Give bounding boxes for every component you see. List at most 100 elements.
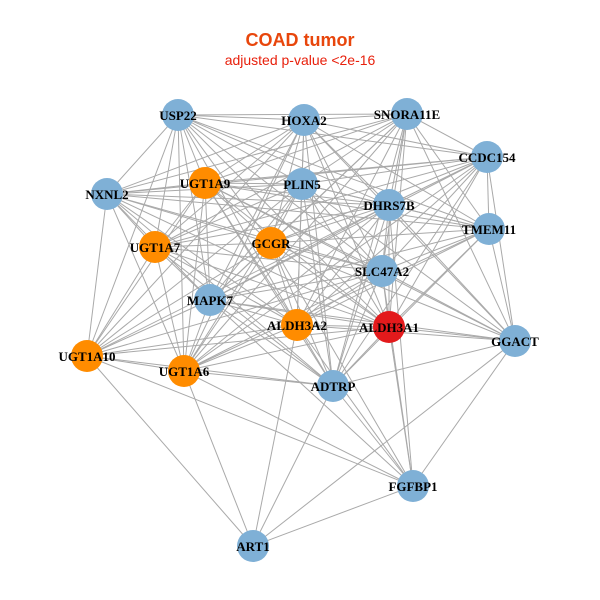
edge-NXNL2-UGT1A10 [86,193,108,357]
edge-UGT1A10-UGT1A6 [86,355,185,372]
edge-PLIN5-UGT1A7 [154,183,303,248]
edge-NXNL2-DHRS7B [106,193,390,206]
edge-SNORA11E-UGT1A6 [183,113,408,372]
edge-HOXA2-UGT1A10 [86,119,305,357]
edge-PLIN5-GGACT [301,183,516,342]
edge-TMEM11-GGACT [488,228,516,342]
edge-USP22-NXNL2 [106,114,179,195]
edge-ALDH3A1-UGT1A10 [86,326,390,357]
edge-TMEM11-SLC47A2 [381,228,490,272]
diagram-title: COAD tumor [245,30,355,50]
node-circle [366,255,398,287]
node-circle [168,355,200,387]
node-circle [91,178,123,210]
edge-DHRS7B-UGT1A7 [154,204,390,248]
node-circle [391,98,423,130]
node-ugt1a9: UGT1A9 [180,167,231,199]
node-gcgr: GCGR [252,227,292,259]
node-label: PLIN5 [283,177,321,192]
node-circle [373,189,405,221]
edge-USP22-UGT1A10 [86,114,179,357]
edge-UGT1A7-UGT1A10 [86,246,156,357]
edge-ALDH3A1-UGT1A6 [183,326,390,372]
edge-CCDC154-GGACT [486,156,516,342]
node-circle [281,309,313,341]
node-label: GCGR [252,236,292,251]
edge-HOXA2-GGACT [303,119,516,342]
node-label: SLC47A2 [355,264,409,279]
node-circle [237,530,269,562]
node-aldh3a2: ALDH3A2 [267,309,327,341]
edge-SLC47A2-MAPK7 [209,270,383,301]
edge-USP22-CCDC154 [177,114,488,158]
edge-SNORA11E-UGT1A9 [204,113,408,184]
edge-UGT1A10-FGFBP1 [86,355,414,487]
edge-FGFBP1-ART1 [252,485,414,547]
node-ccdc154: CCDC154 [458,141,516,173]
edge-NXNL2-TMEM11 [106,193,490,230]
edge-SLC47A2-ADTRP [332,270,383,387]
node-art1: ART1 [236,530,270,562]
edge-DHRS7B-FGFBP1 [388,204,414,487]
edge-GCGR-UGT1A6 [183,242,272,372]
edge-UGT1A10-ART1 [86,355,254,547]
edge-ADTRP-ART1 [252,385,334,547]
node-hoxa2: HOXA2 [281,104,327,136]
edge-ALDH3A1-FGFBP1 [388,326,414,487]
edge-NXNL2-UGT1A6 [106,193,185,372]
edge-HOXA2-UGT1A9 [204,119,305,184]
node-label: GGACT [491,334,539,349]
edge-ALDH3A2-FGFBP1 [296,324,414,487]
edge-PLIN5-ALDH3A1 [301,183,390,328]
node-circle [499,325,531,357]
node-circle [189,167,221,199]
edge-UGT1A6-ART1 [183,370,254,547]
edge-UGT1A7-UGT1A6 [154,246,185,372]
edge-SNORA11E-ADTRP [332,113,408,387]
node-tmem11: TMEM11 [462,213,516,245]
node-circle [288,104,320,136]
node-label: UGT1A9 [180,176,231,191]
edge-ALDH3A2-UGT1A6 [183,324,298,372]
edge-USP22-MAPK7 [177,114,211,301]
edge-GGACT-FGFBP1 [412,340,516,487]
edge-UGT1A7-SLC47A2 [154,246,383,272]
node-dhrs7b: DHRS7B [363,189,415,221]
node-label: FGFBP1 [388,479,437,494]
node-circle [162,99,194,131]
node-label: DHRS7B [363,198,415,213]
node-label: UGT1A6 [159,364,210,379]
edge-DHRS7B-TMEM11 [388,204,490,230]
node-ugt1a10: UGT1A10 [58,340,116,372]
node-label: USP22 [159,108,197,123]
edge-CCDC154-UGT1A9 [204,156,488,184]
node-label: TMEM11 [462,222,516,237]
node-label: ALDH3A2 [267,318,327,333]
node-usp22: USP22 [159,99,197,131]
edge-DHRS7B-MAPK7 [209,204,390,301]
node-fgfbp1: FGFBP1 [388,470,438,502]
edge-GGACT-ART1 [252,340,516,547]
node-ugt1a6: UGT1A6 [159,355,210,387]
node-slc47a2: SLC47A2 [355,255,409,287]
edge-SLC47A2-GGACT [381,270,516,342]
node-circle [71,340,103,372]
edge-UGT1A9-UGT1A10 [86,182,206,357]
node-aldh3a1: ALDH3A1 [359,311,419,343]
edge-USP22-UGT1A7 [154,114,179,248]
edge-ADTRP-FGFBP1 [332,385,414,487]
node-adtrp: ADTRP [311,370,355,402]
edge-GGACT-ADTRP [332,340,516,387]
node-circle [373,311,405,343]
edge-UGT1A7-GCGR [154,242,272,248]
node-mapk7: MAPK7 [187,284,234,316]
node-circle [471,141,503,173]
edge-PLIN5-ADTRP [301,183,334,387]
edge-CCDC154-UGT1A6 [183,156,488,372]
edge-NXNL2-UGT1A9 [106,182,206,195]
node-circle [194,284,226,316]
node-circle [397,470,429,502]
edge-UGT1A10-ADTRP [86,355,334,387]
